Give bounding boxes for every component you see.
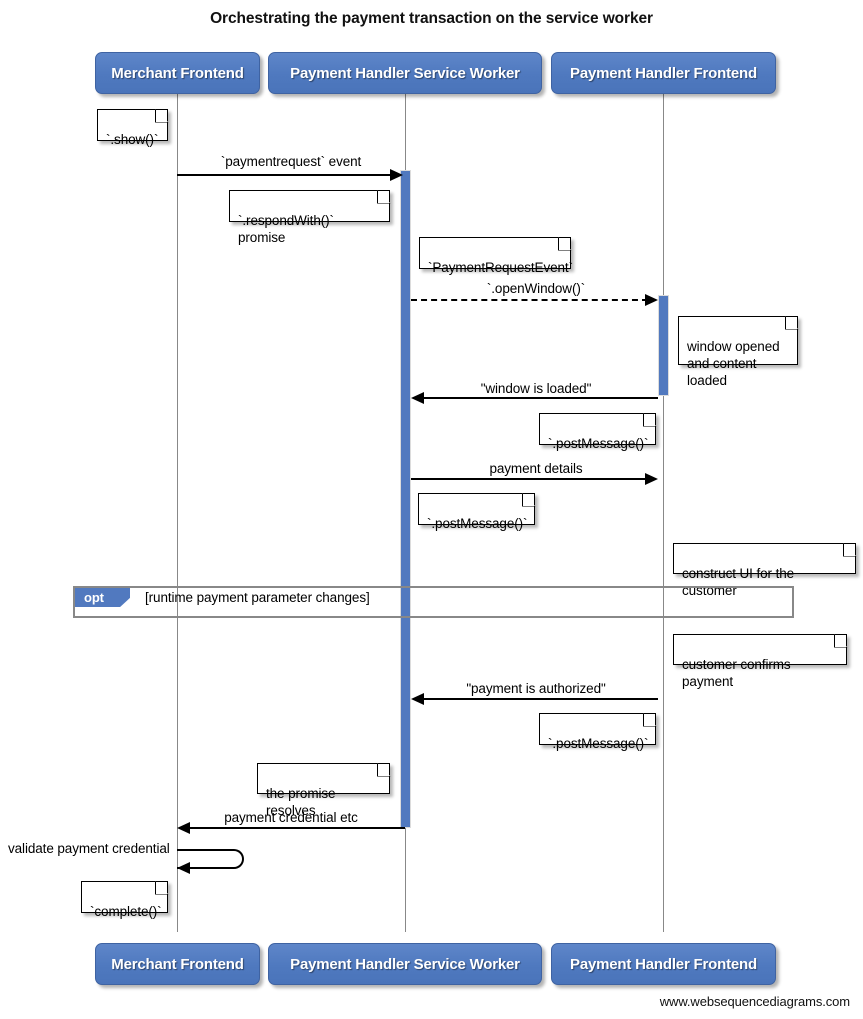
message-line-payment-is-authorized	[424, 698, 658, 700]
note-paymentrequestevent: `PaymentRequestEvent`	[419, 237, 573, 275]
message-label-payment-details: payment details	[411, 461, 661, 476]
self-loop-validate-payment-credential	[177, 849, 244, 869]
participant-payment-handler-service-worker-bottom[interactable]: Payment Handler Service Worker	[268, 943, 542, 985]
message-text: payment credential etc	[224, 810, 358, 825]
message-text: validate payment credential	[8, 841, 170, 856]
opt-fragment-guard-text: [runtime payment parameter changes]	[145, 590, 370, 605]
message-text: payment details	[489, 461, 583, 476]
arrow-head-paymentrequest-event	[390, 169, 403, 181]
arrow-head-payment-details	[645, 473, 658, 485]
note-postmessage-3: `.postMessage()`	[539, 713, 656, 751]
participant-payment-handler-frontend-top[interactable]: Payment Handler Frontend	[551, 52, 776, 94]
lifeline-payment-handler-frontend	[663, 94, 664, 932]
participant-label: Payment Handler Frontend	[570, 64, 757, 82]
message-text: "payment is authorized"	[466, 681, 606, 696]
message-label-openwindow: `.openWindow()`	[411, 281, 661, 296]
message-line-window-is-loaded	[424, 397, 658, 399]
opt-fragment-operator-label: opt	[84, 590, 104, 605]
note-complete: `complete()`	[81, 881, 168, 919]
note-text: `PaymentRequestEvent`	[428, 260, 573, 275]
note-customer-confirms: customer confirms payment	[673, 634, 847, 689]
note-text: customer confirms payment	[682, 657, 791, 689]
note-window-opened: window opened and content loaded	[678, 316, 798, 388]
lifeline-merchant-frontend	[177, 94, 178, 932]
note-text: `complete()`	[90, 904, 162, 919]
arrow-head-window-is-loaded	[411, 392, 424, 404]
activation-bar-handler-frontend	[658, 295, 669, 396]
participant-merchant-frontend-top[interactable]: Merchant Frontend	[95, 52, 260, 94]
note-text: construct UI for the customer	[682, 566, 795, 598]
opt-fragment-operator-tab: opt	[75, 588, 130, 607]
arrow-head-payment-credential-etc	[177, 822, 190, 834]
message-label-paymentrequest-event: `paymentrequest` event	[177, 154, 405, 169]
note-text: `.postMessage()`	[548, 736, 649, 751]
message-label-payment-is-authorized: "payment is authorized"	[411, 681, 661, 696]
participant-payment-handler-frontend-bottom[interactable]: Payment Handler Frontend	[551, 943, 776, 985]
participant-label: Merchant Frontend	[111, 955, 244, 973]
opt-fragment	[73, 586, 794, 618]
note-text: `.postMessage()`	[427, 516, 528, 531]
participant-merchant-frontend-bottom[interactable]: Merchant Frontend	[95, 943, 260, 985]
page-title: Orchestrating the payment transaction on…	[210, 10, 653, 27]
arrow-head-payment-is-authorized	[411, 693, 424, 705]
note-show: `.show()`	[97, 109, 168, 147]
message-line-paymentrequest-event	[177, 174, 392, 176]
message-line-openwindow	[411, 299, 648, 301]
message-label-validate-payment-credential: validate payment credential	[8, 841, 170, 856]
message-text: `.openWindow()`	[486, 281, 586, 296]
participant-payment-handler-service-worker-top[interactable]: Payment Handler Service Worker	[268, 52, 542, 94]
message-label-window-is-loaded: "window is loaded"	[411, 381, 661, 396]
message-line-payment-credential-etc	[190, 827, 405, 829]
arrow-head-openwindow	[645, 294, 658, 306]
arrow-head-validate-payment-credential	[177, 862, 190, 874]
participant-label: Payment Handler Frontend	[570, 955, 757, 973]
footer-credit: www.websequencediagrams.com	[659, 994, 850, 1009]
participant-label: Merchant Frontend	[111, 64, 244, 82]
note-text: `.postMessage()`	[548, 436, 649, 451]
participant-label: Payment Handler Service Worker	[290, 955, 520, 973]
note-construct-ui: construct UI for the customer	[673, 543, 856, 598]
message-label-payment-credential-etc: payment credential etc	[177, 810, 405, 825]
note-respondwith-promise: `.respondWith()` promise	[229, 190, 390, 245]
activation-bar-service-worker	[400, 170, 411, 828]
opt-fragment-guard: [runtime payment parameter changes]	[145, 590, 370, 605]
note-text: the promise resolves	[266, 786, 336, 818]
message-text: `paymentrequest` event	[220, 154, 362, 169]
note-text: window opened and content loaded	[687, 339, 780, 388]
note-text: `.respondWith()` promise	[238, 213, 334, 245]
note-postmessage-1: `.postMessage()`	[539, 413, 656, 451]
message-line-payment-details	[411, 478, 648, 480]
note-promise-resolves: the promise resolves	[257, 763, 390, 818]
note-text: `.show()`	[106, 132, 159, 147]
message-text: "window is loaded"	[480, 381, 592, 396]
participant-label: Payment Handler Service Worker	[290, 64, 520, 82]
note-postmessage-2: `.postMessage()`	[418, 493, 535, 531]
